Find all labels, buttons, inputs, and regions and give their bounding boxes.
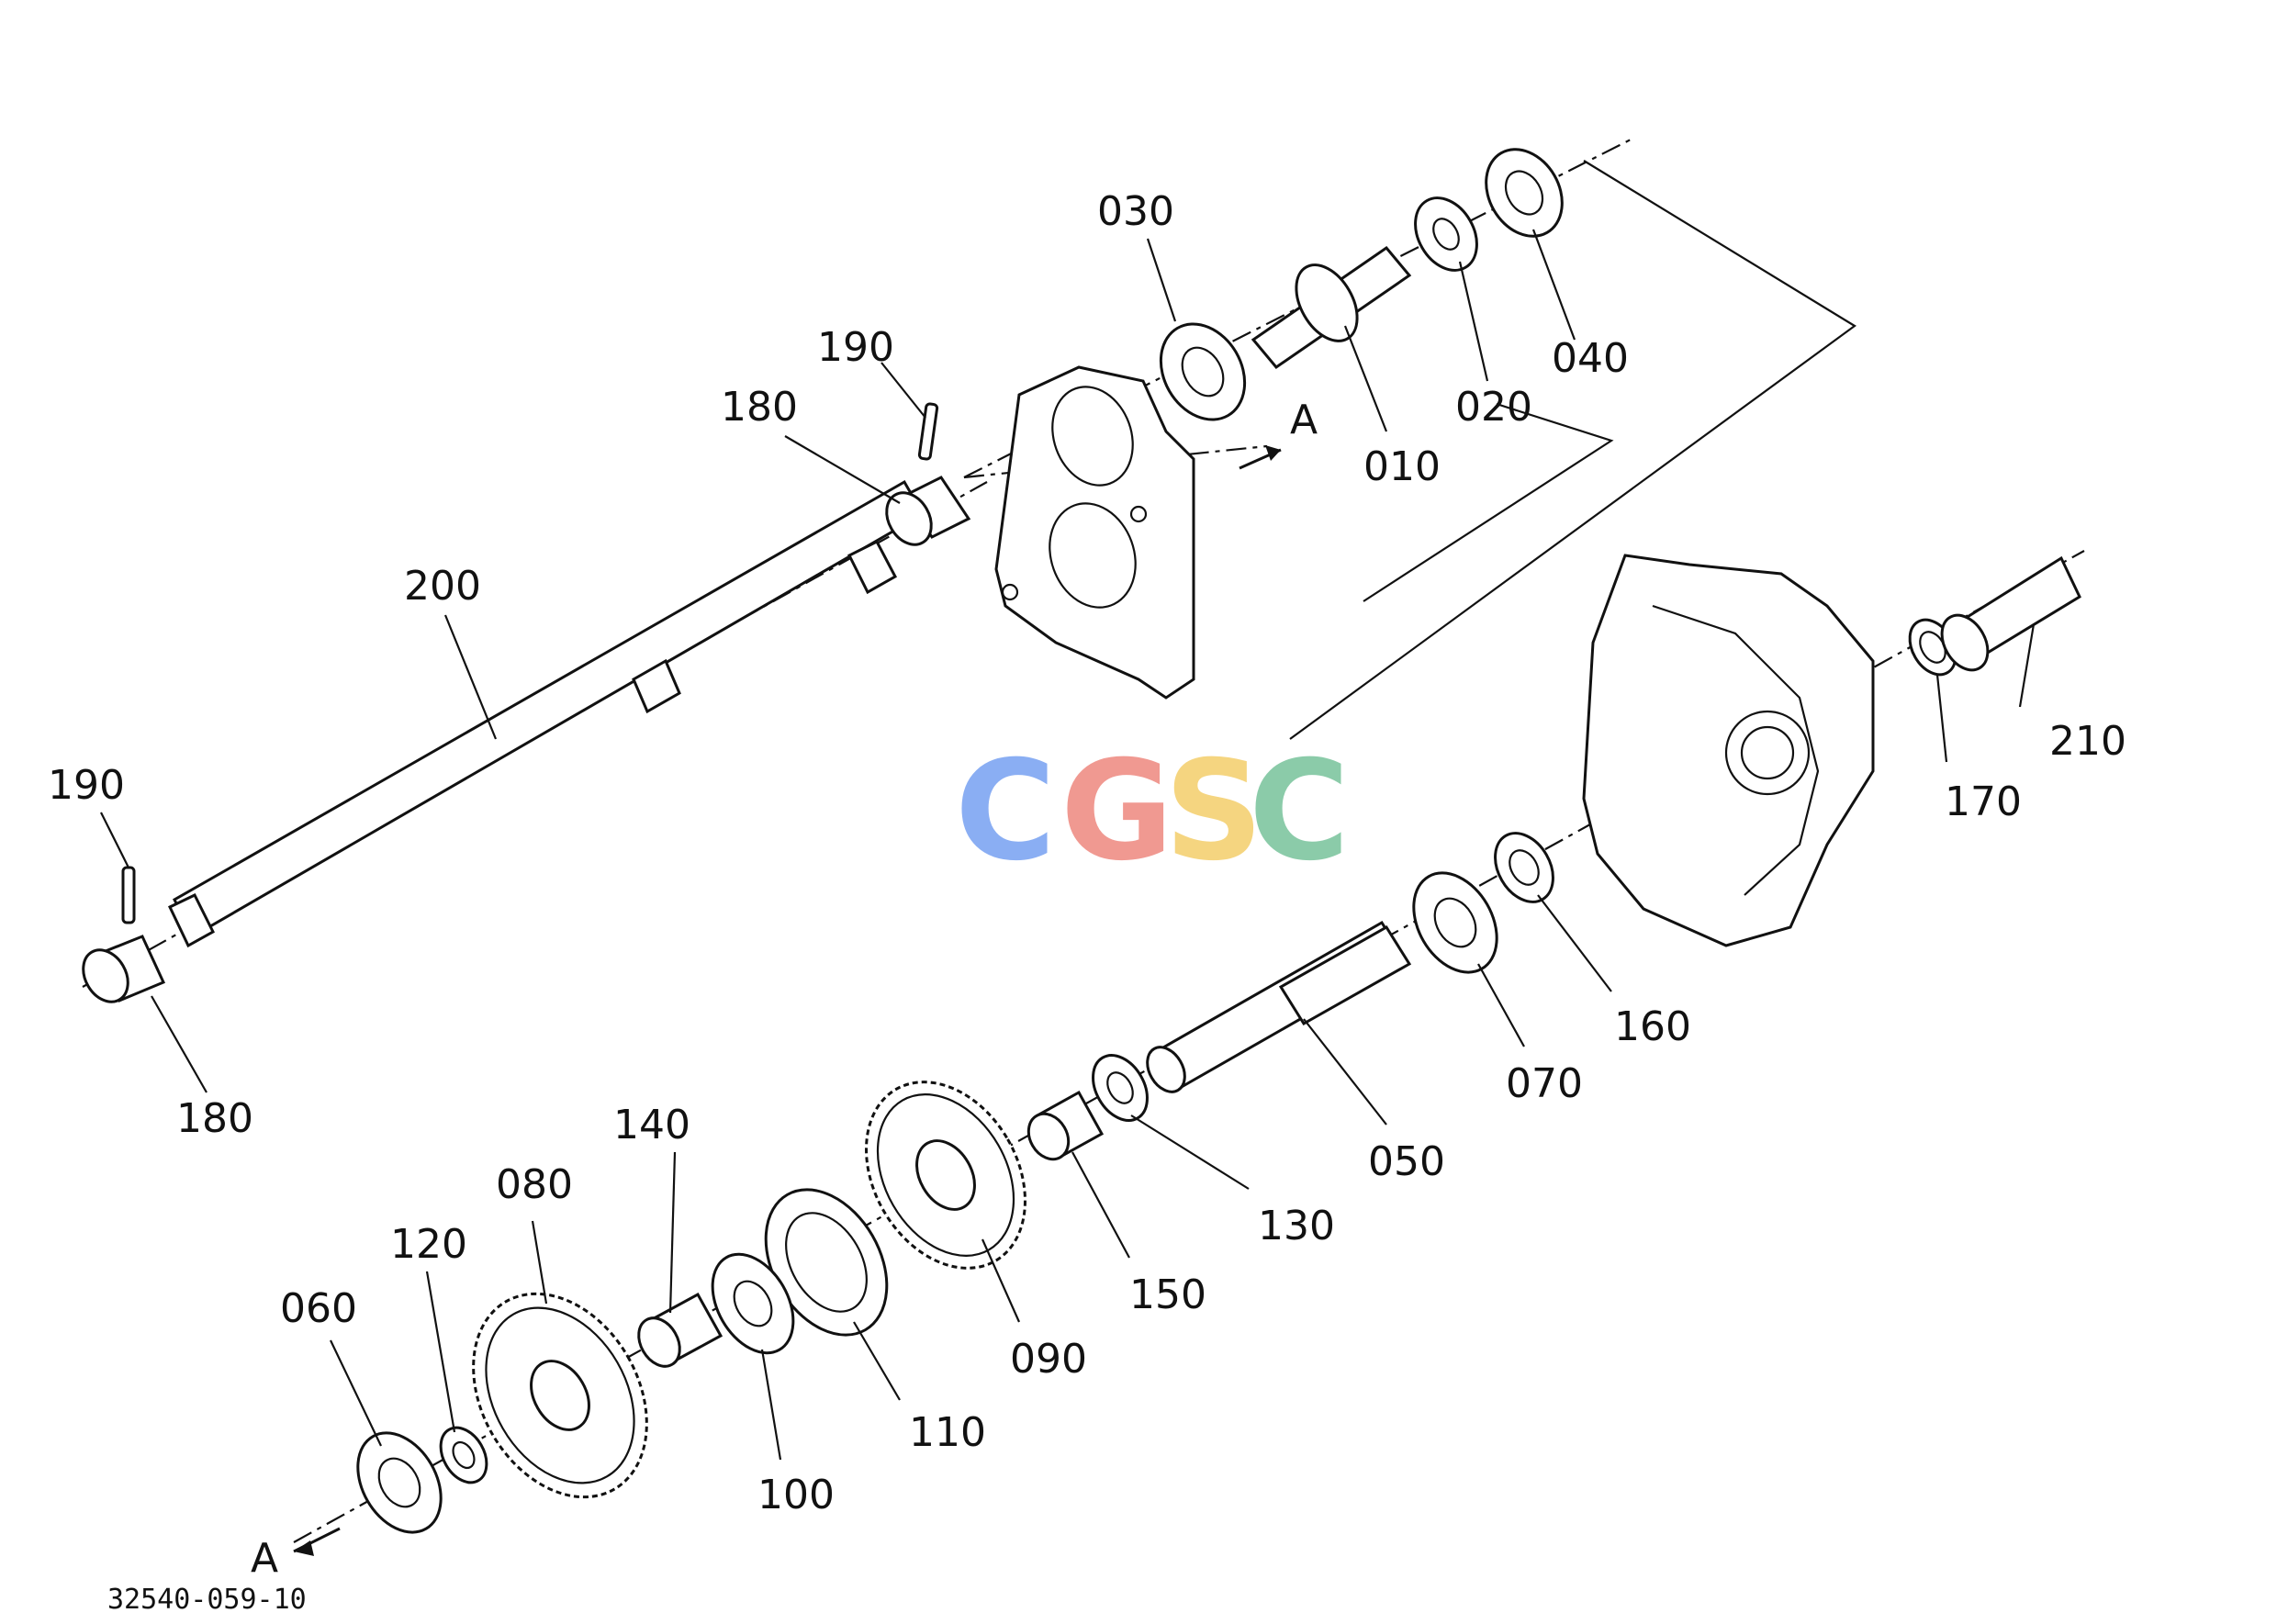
shaft-200 (168, 479, 925, 948)
part-label-100: 100 (757, 1472, 835, 1518)
seal-160 (1494, 832, 1554, 903)
washer-120 (439, 1426, 488, 1484)
part-label-180-lower: 180 (176, 1095, 253, 1142)
part-label-020: 020 (1455, 384, 1532, 431)
part-label-110: 110 (909, 1409, 986, 1456)
hub-100 (711, 1252, 795, 1355)
part-label-140: 140 (613, 1102, 690, 1148)
transmission-case (1582, 554, 1875, 947)
part-label-080: 080 (496, 1161, 573, 1208)
part-label-030: 030 (1097, 188, 1174, 235)
bearing-070 (1412, 871, 1498, 974)
pinion-shaft-010 (1251, 245, 1412, 370)
part-label-120: 120 (390, 1221, 467, 1268)
watermark-letter-3: S (1164, 732, 1263, 891)
bearing-030 (1159, 322, 1247, 421)
upper-plane-outline (1289, 160, 1856, 740)
watermark-letter-4: C (1249, 732, 1350, 891)
part-label-130: 130 (1258, 1203, 1335, 1249)
part-label-190-lower: 190 (48, 762, 125, 809)
part-label-010: 010 (1363, 443, 1441, 490)
pin-190-upper (917, 402, 939, 461)
leader-lines (100, 229, 2036, 1461)
part-label-170: 170 (1945, 778, 2022, 825)
splined-shaft-050 (1146, 920, 1412, 1093)
coupling-110 (764, 1188, 889, 1337)
part-label-040: 040 (1552, 335, 1629, 382)
part-label-160: 160 (1614, 1003, 1691, 1050)
gear-020 (1414, 196, 1478, 272)
section-marker-lower: A (251, 1535, 278, 1582)
part-labels: 030 040 020 010 190 180 200 190 180 210 … (48, 188, 2126, 1518)
collar-150 (1026, 1090, 1105, 1161)
washer-130 (1092, 1054, 1149, 1122)
bearing-040 (1485, 148, 1564, 238)
gear-080 (472, 1292, 648, 1499)
housing-plate (994, 365, 1195, 700)
bearing-140 (637, 1292, 723, 1368)
bearing-060 (356, 1431, 443, 1534)
watermark-logo: C G S C (955, 732, 1350, 891)
part-label-050: 050 (1368, 1138, 1445, 1185)
part-label-090: 090 (1010, 1336, 1087, 1383)
section-arrows (293, 445, 1282, 1556)
pin-190-lower (121, 866, 136, 924)
part-label-200: 200 (404, 563, 481, 610)
sleeve-210 (1940, 555, 2081, 672)
section-marker-upper: A (1290, 397, 1318, 443)
coupler-180-lower (82, 935, 166, 1003)
drawing-code: 32540-059-10 (107, 1584, 307, 1616)
part-label-190-upper: 190 (817, 324, 894, 371)
lower-plane-outline (1363, 402, 1614, 602)
part-label-150: 150 (1129, 1271, 1206, 1318)
watermark-letter-2: G (1060, 732, 1173, 891)
reference-planes (1289, 160, 1856, 740)
part-label-180-upper: 180 (721, 384, 798, 431)
part-label-060: 060 (280, 1285, 357, 1332)
part-label-070: 070 (1506, 1060, 1583, 1107)
part-label-210: 210 (2049, 718, 2126, 765)
gear-090 (865, 1081, 1026, 1270)
coupler-180-upper (885, 476, 971, 546)
watermark-letter-1: C (955, 732, 1056, 891)
